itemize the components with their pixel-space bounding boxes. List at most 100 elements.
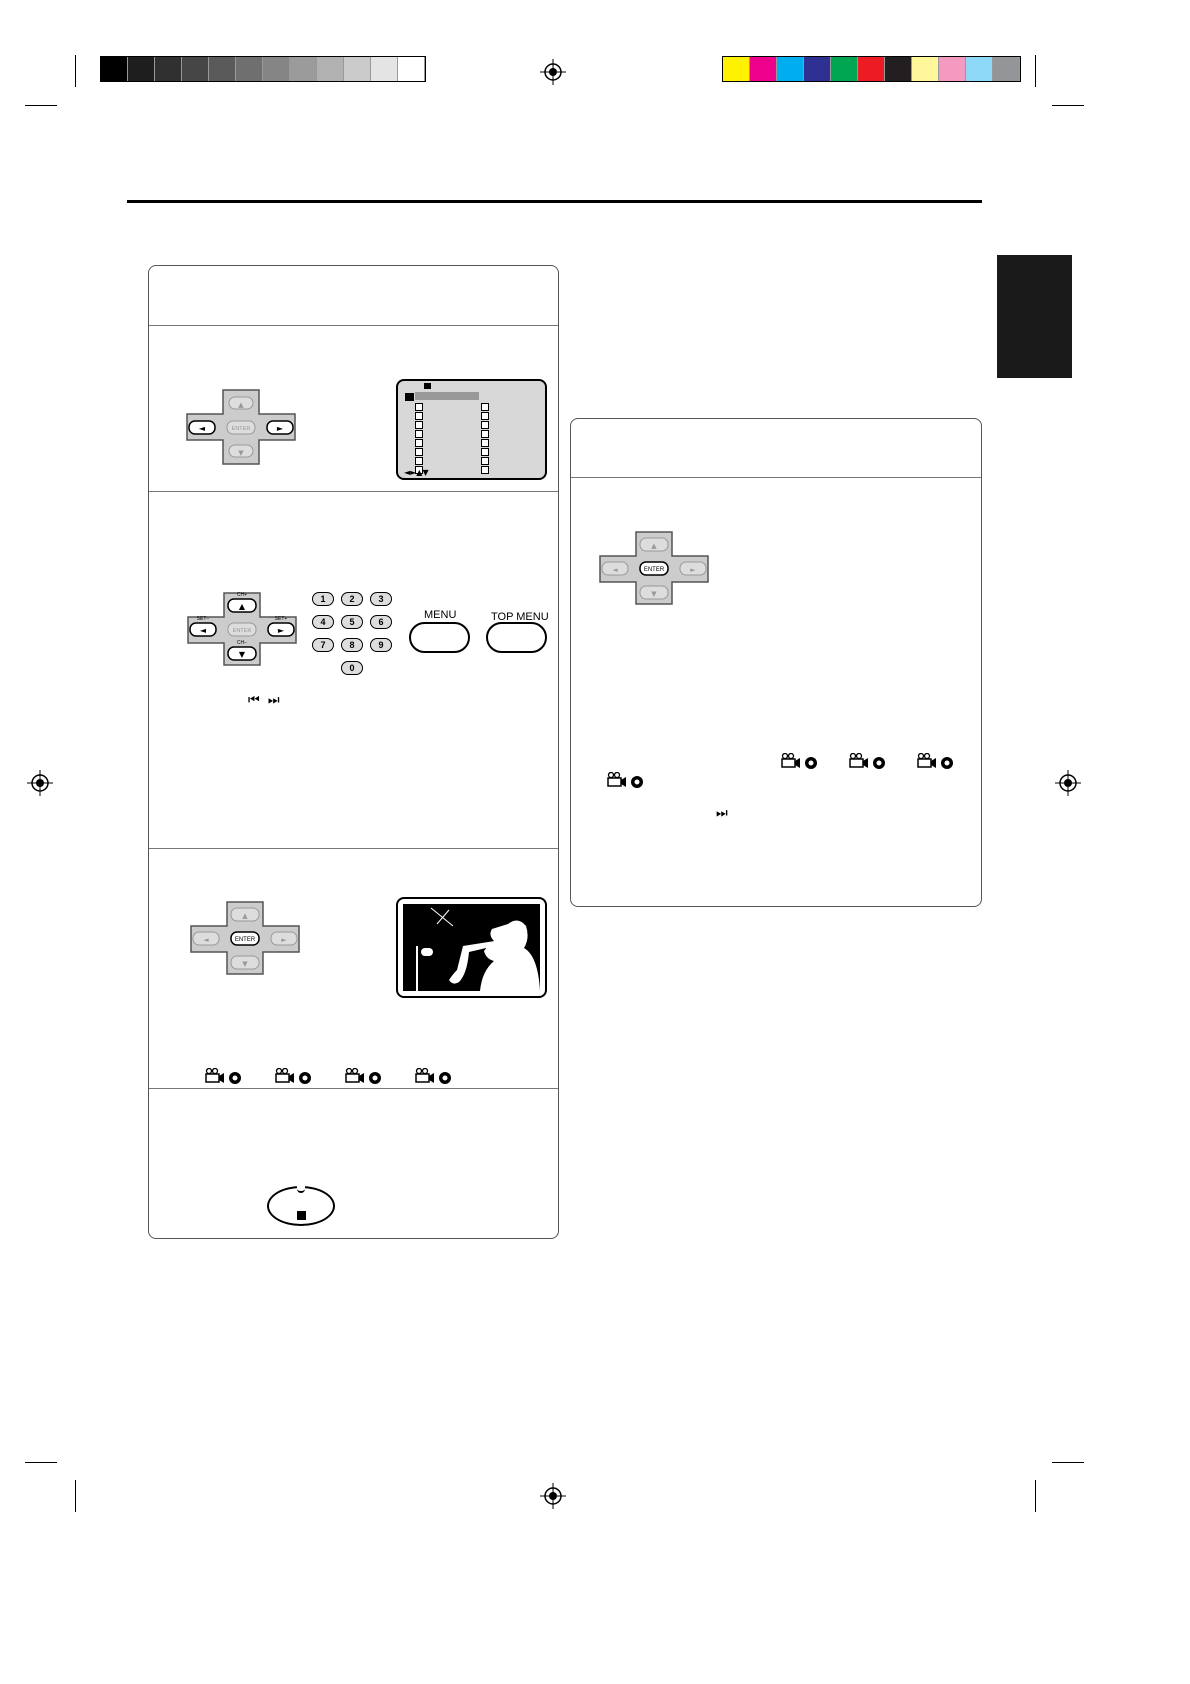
track-icon	[481, 457, 489, 465]
camera-angle-1-icon	[781, 753, 817, 769]
menu-button-label: MENU	[424, 609, 457, 621]
registration-mark-icon	[1055, 770, 1081, 796]
color-swatch	[723, 57, 750, 81]
crop-mark	[75, 1480, 76, 1512]
svg-text:◄: ◄	[200, 626, 207, 635]
dpad-step1[interactable]: ENTER ◄ ► ▲ ▼	[185, 388, 297, 466]
crop-mark	[1052, 1462, 1084, 1463]
track-icon	[481, 448, 489, 456]
color-swatch-bar	[722, 56, 1021, 82]
camera-angle-4-icon	[415, 1068, 451, 1084]
svg-text:▼: ▼	[239, 650, 246, 659]
color-swatch	[182, 57, 209, 81]
track-icon	[415, 439, 423, 447]
color-swatch	[966, 57, 993, 81]
menu-button[interactable]	[409, 622, 470, 653]
svg-text:ENTER: ENTER	[232, 426, 251, 432]
grayscale-swatch-bar	[100, 56, 426, 82]
camera-angle-3-icon	[917, 753, 953, 769]
track-icon	[481, 403, 489, 411]
track-icon	[481, 421, 489, 429]
dpad-step2[interactable]: ENTER CH+ SET− SET+ CH− ▲ ▼ ◄ ►	[186, 591, 298, 667]
color-swatch	[398, 57, 425, 81]
number-key-7[interactable]: 7	[312, 638, 334, 652]
divider	[149, 1088, 558, 1089]
svg-text:►: ►	[277, 424, 284, 433]
svg-text:CH+: CH+	[237, 592, 247, 598]
svg-text:▲: ▲	[238, 401, 244, 409]
color-swatch	[236, 57, 263, 81]
divider	[149, 325, 558, 326]
svg-text:▼: ▼	[238, 449, 244, 457]
track-icon	[415, 412, 423, 420]
saxophone-player-image	[403, 904, 540, 991]
svg-text:◄: ◄	[199, 424, 206, 433]
angle-icon-row	[607, 772, 647, 790]
number-key-2[interactable]: 2	[341, 592, 363, 606]
section-tab	[997, 255, 1072, 378]
color-swatch	[939, 57, 966, 81]
stop-icon	[424, 383, 431, 389]
track-icon	[415, 421, 423, 429]
svg-text:▼: ▼	[242, 960, 248, 968]
playback-screen	[396, 897, 547, 998]
folder-icon	[405, 393, 414, 401]
svg-text:◄: ◄	[612, 566, 618, 574]
color-swatch	[993, 57, 1020, 81]
color-swatch	[831, 57, 858, 81]
number-key-6[interactable]: 6	[370, 615, 392, 629]
camera-angle-3-icon	[345, 1068, 381, 1084]
dpad-right[interactable]: ENTER ▲ ▼ ◄ ►	[598, 530, 710, 606]
svg-text:ENTER: ENTER	[644, 567, 665, 573]
color-swatch	[750, 57, 777, 81]
number-key-9[interactable]: 9	[370, 638, 392, 652]
crop-mark	[75, 55, 76, 87]
crop-mark	[1035, 55, 1036, 87]
number-key-3[interactable]: 3	[370, 592, 392, 606]
color-swatch	[371, 57, 398, 81]
stop-button[interactable]	[267, 1185, 335, 1226]
svg-text:▲: ▲	[239, 602, 246, 611]
dpad-step3[interactable]: ENTER ▲ ▼ ◄ ►	[189, 900, 301, 976]
track-icon	[415, 457, 423, 465]
track-icon	[415, 403, 423, 411]
track-icon	[415, 430, 423, 438]
svg-text:ENTER: ENTER	[235, 937, 256, 943]
number-key-4[interactable]: 4	[312, 615, 334, 629]
number-key-8[interactable]: 8	[341, 638, 363, 652]
camera-angle-2-icon	[849, 753, 885, 769]
color-swatch	[263, 57, 290, 81]
color-swatch	[209, 57, 236, 81]
svg-text:▼: ▼	[651, 590, 657, 598]
camera-angle-2-icon	[275, 1068, 311, 1084]
camera-angle-1-icon	[205, 1068, 241, 1084]
svg-text:▲: ▲	[242, 912, 248, 920]
menu-screen: ◄►▲▼	[396, 379, 547, 480]
top-menu-button-label: TOP MENU	[491, 611, 549, 623]
divider	[149, 491, 558, 492]
track-icon	[415, 448, 423, 456]
svg-text:◄: ◄	[203, 936, 209, 944]
divider	[149, 848, 558, 849]
track-icon	[481, 466, 489, 474]
track-icon	[481, 439, 489, 447]
track-icon	[481, 430, 489, 438]
nav-arrows-icon: ◄►▲▼	[404, 468, 429, 477]
header-rule	[127, 200, 982, 203]
right-instruction-panel	[570, 418, 982, 907]
color-swatch	[885, 57, 912, 81]
number-key-1[interactable]: 1	[312, 592, 334, 606]
color-swatch	[128, 57, 155, 81]
top-menu-button[interactable]	[486, 622, 547, 653]
angle-icon-row	[781, 753, 957, 771]
skip-buttons-icon: ⏮ ⏭	[248, 693, 282, 708]
track-icon	[481, 412, 489, 420]
number-key-5[interactable]: 5	[341, 615, 363, 629]
angle-icon-row	[205, 1068, 455, 1086]
color-swatch	[344, 57, 371, 81]
number-key-0[interactable]: 0	[341, 661, 363, 675]
registration-mark-icon	[27, 770, 53, 796]
crop-mark	[1035, 1480, 1036, 1512]
color-swatch	[777, 57, 804, 81]
